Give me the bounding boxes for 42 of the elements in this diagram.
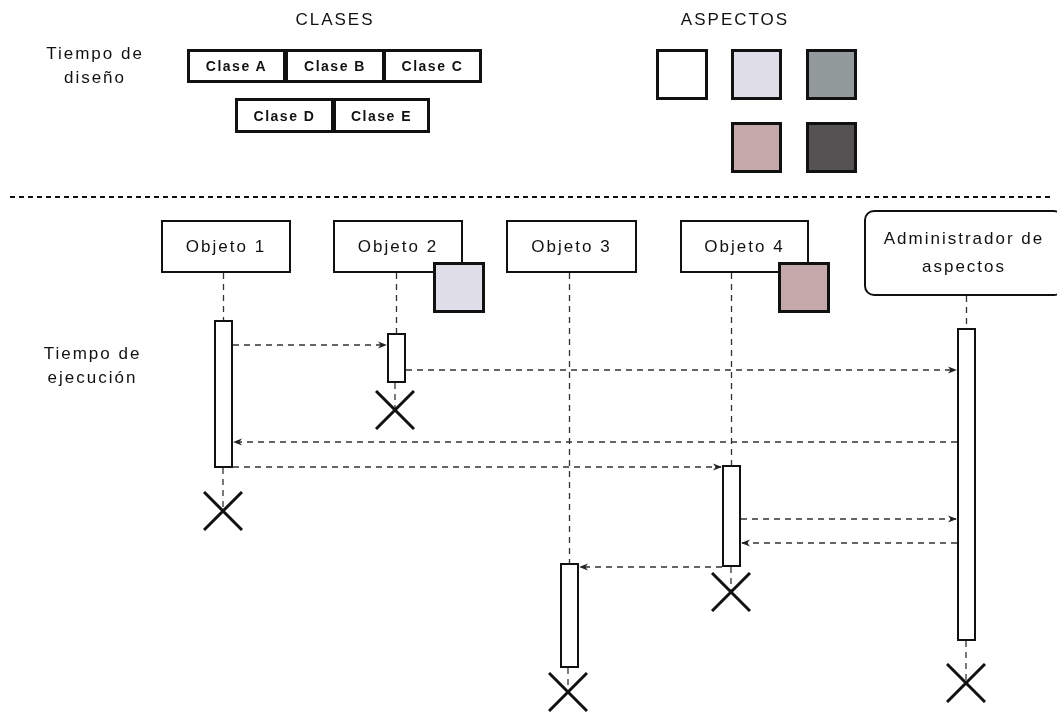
activation-bar — [957, 328, 976, 641]
message-arrow — [232, 341, 387, 349]
message-arrow — [405, 366, 957, 374]
activation-bar — [387, 333, 406, 383]
class-box: Clase C — [383, 49, 482, 83]
activation-bar — [722, 465, 741, 567]
aspect-square — [433, 262, 485, 313]
object-box: Objeto 3 — [506, 220, 637, 273]
message-arrow — [232, 463, 722, 471]
lifeline — [730, 272, 733, 466]
destruction-mark — [548, 672, 588, 712]
manager-box: Administrador de aspectos — [864, 210, 1057, 296]
aspect-square — [806, 122, 857, 173]
lifeline — [568, 272, 571, 564]
aspect-square — [731, 49, 782, 100]
object-box: Objeto 2 — [333, 220, 463, 273]
phase-label: Tiempo de diseño — [45, 43, 145, 89]
message-arrow — [233, 438, 958, 446]
aspect-square — [806, 49, 857, 100]
aspect-square — [656, 49, 708, 100]
object-box: Objeto 1 — [161, 220, 291, 273]
message-arrow — [579, 563, 723, 571]
aspect-square — [731, 122, 782, 173]
class-box: Clase A — [187, 49, 286, 83]
message-arrow — [740, 515, 957, 523]
destruction-mark — [203, 491, 243, 531]
message-arrow — [741, 539, 958, 547]
phase-label: Tiempo de ejecución — [42, 343, 143, 389]
lifeline — [395, 272, 398, 334]
lifeline — [222, 272, 225, 321]
aspect-square — [778, 262, 830, 313]
destruction-mark — [711, 572, 751, 612]
class-box: Clase D — [235, 98, 334, 133]
section-heading: CLASES — [294, 9, 376, 31]
section-heading: ASPECTOS — [679, 9, 791, 31]
destruction-mark — [946, 663, 986, 703]
class-box: Clase E — [333, 98, 430, 133]
class-box: Clase B — [285, 49, 385, 83]
object-box: Objeto 4 — [680, 220, 809, 273]
destruction-mark — [375, 390, 415, 430]
activation-bar — [560, 563, 579, 668]
activation-bar — [214, 320, 233, 468]
